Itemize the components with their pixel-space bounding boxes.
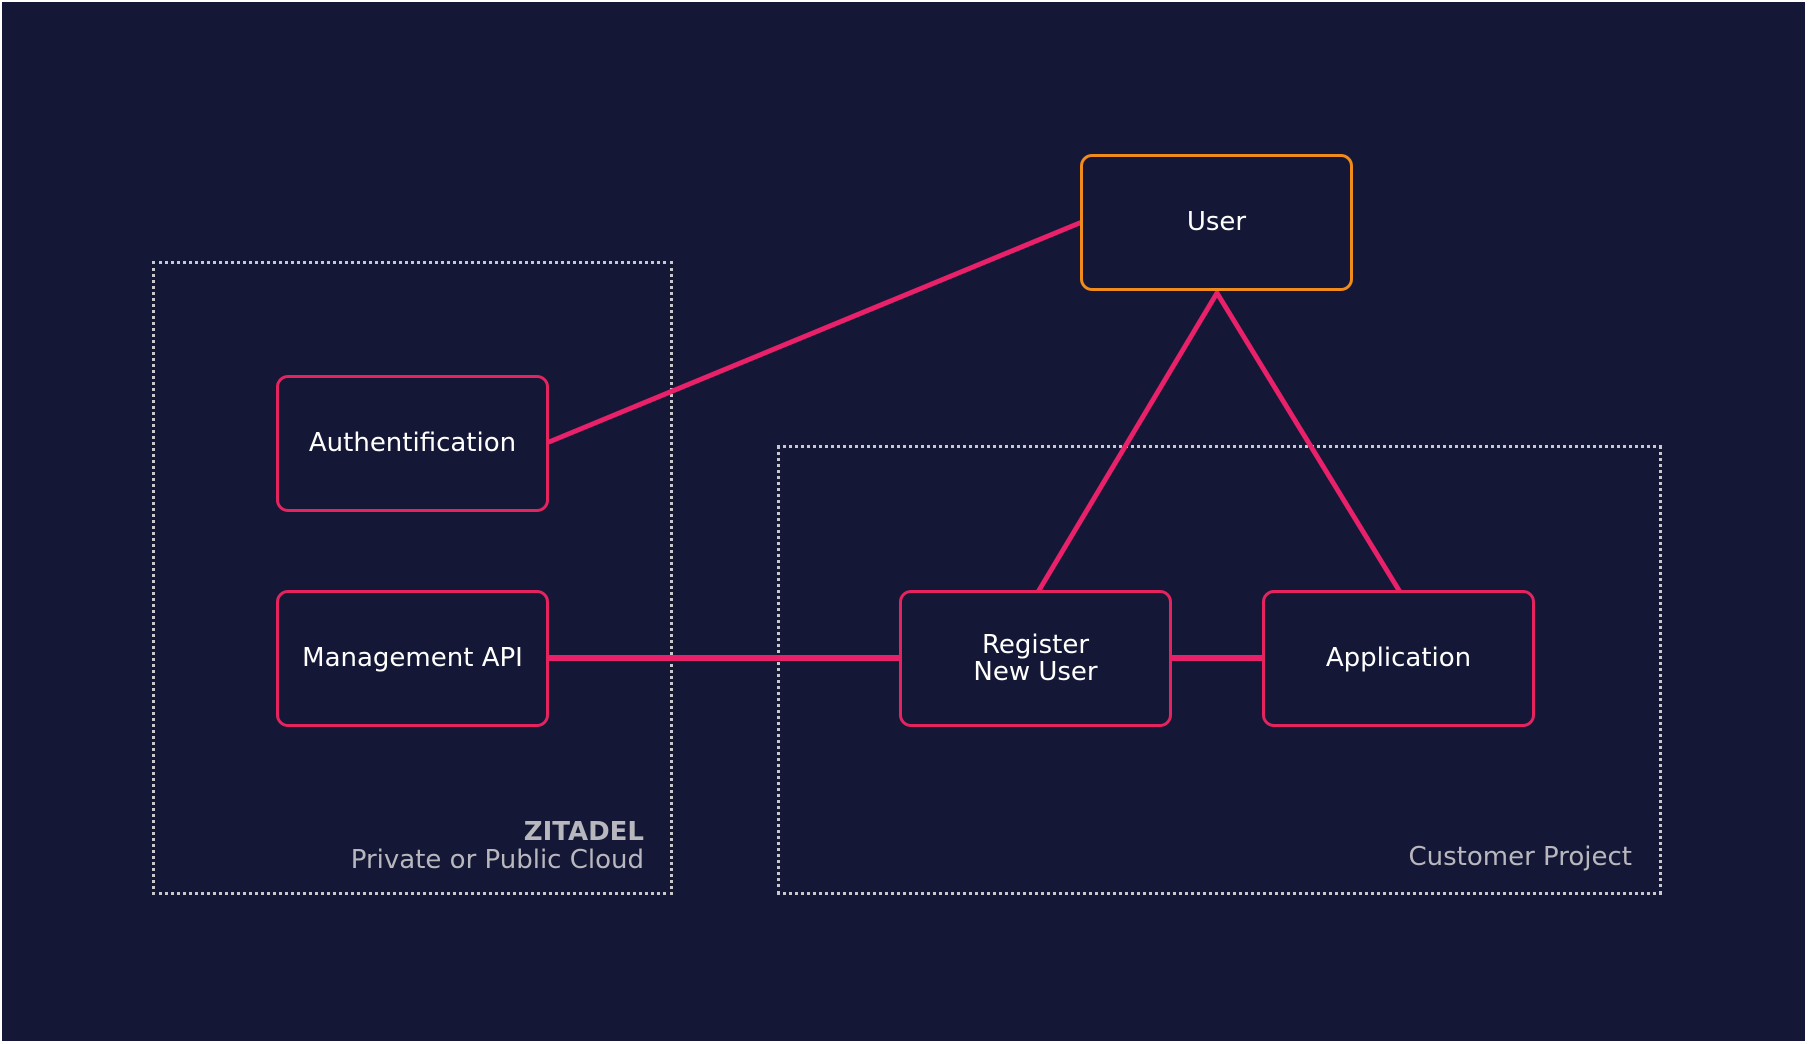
customer-project-group xyxy=(777,445,1662,895)
user-node: User xyxy=(1080,154,1353,291)
authentification-label: Authentification xyxy=(308,428,517,458)
user-label: User xyxy=(1186,207,1247,237)
connector-user-register xyxy=(1035,290,1220,595)
management-api-label: Management API xyxy=(302,643,523,673)
zitadel-group-name: ZITADEL xyxy=(523,817,644,847)
zitadel-cloud-group xyxy=(152,261,673,895)
connector-user-application xyxy=(1214,290,1403,595)
zitadel-group-caption: ZITADEL Private or Public Cloud xyxy=(351,818,644,874)
register-new-user-node: Register New User xyxy=(899,590,1172,727)
customer-group-name: Customer Project xyxy=(1408,842,1632,872)
register-new-user-label-line2: New User xyxy=(973,656,1098,687)
register-new-user-label-line1: Register xyxy=(981,629,1090,660)
customer-group-caption: Customer Project xyxy=(1408,843,1632,871)
authentification-node: Authentification xyxy=(276,375,549,512)
application-label: Application xyxy=(1325,643,1472,673)
connector-authentification-user xyxy=(546,219,1085,445)
application-node: Application xyxy=(1262,590,1535,727)
management-api-node: Management API xyxy=(276,590,549,727)
zitadel-group-subtitle: Private or Public Cloud xyxy=(350,845,644,875)
